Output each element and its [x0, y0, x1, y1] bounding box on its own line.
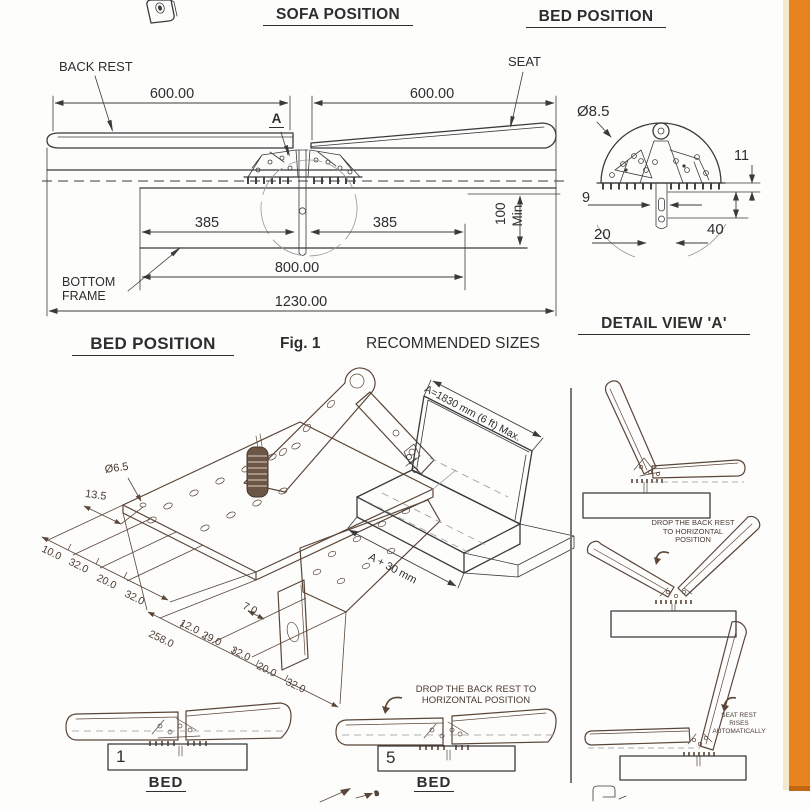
- step5-bed-view: [335, 696, 557, 772]
- iso-bed-drawing: [347, 379, 575, 589]
- back-rest-label: BACK REST: [59, 59, 133, 74]
- misc-arrows: [319, 788, 380, 803]
- step5-number: 5: [386, 748, 396, 767]
- step-v-view: [586, 515, 761, 638]
- divider-line: [570, 388, 572, 783]
- dim-detail-9: 9: [582, 190, 591, 206]
- bed-position-title-top: BED POSITION: [526, 8, 666, 28]
- seat-rest-note: SEAT REST RISES AUTOMATICALLY: [712, 712, 766, 736]
- front-view-drawing: [42, 71, 566, 317]
- dim-right-half: 385: [372, 215, 398, 231]
- sofa-position-title: SOFA POSITION: [263, 6, 413, 26]
- dim-min-height: 100: [493, 202, 509, 226]
- dim-total-length: 1230.00: [274, 294, 328, 310]
- seat-label: SEAT: [508, 54, 541, 69]
- step1-number: 1: [116, 747, 126, 766]
- step1-caption: BED: [146, 774, 186, 793]
- detail-marker-a: A: [269, 111, 284, 128]
- step-sofa-view: [582, 380, 746, 519]
- dim-detail-20: 20: [594, 226, 611, 243]
- dim-seat-length: 600.00: [409, 86, 455, 102]
- dim-detail-11: 11: [734, 148, 750, 164]
- dim-detail-40: 40: [707, 221, 724, 238]
- dim-min-height-qualifier: Min.: [510, 201, 526, 227]
- drop-note-center: DROP THE BACK REST TO HORIZONTAL POSITIO…: [415, 684, 537, 707]
- side-band-edge: [783, 0, 789, 790]
- bottom-frame-label: BOTTOM FRAME: [62, 275, 116, 304]
- fig-caption: RECOMMENDED SIZES: [366, 335, 540, 352]
- step1-bed-view: [65, 702, 292, 771]
- step5-caption: BED: [414, 774, 454, 793]
- side-band: [789, 0, 810, 791]
- detail-view-title: DETAIL VIEW 'A': [578, 315, 750, 335]
- corner-bracket-icon: [146, 0, 178, 24]
- bed-position-title-main: BED POSITION: [72, 334, 234, 356]
- fig-label: Fig. 1: [280, 335, 321, 352]
- dim-detail-hole: Ø8.5: [577, 103, 610, 120]
- dim-backrest-length: 600.00: [149, 86, 195, 102]
- dim-frame-length: 800.00: [274, 260, 320, 276]
- detail-a-drawing: [588, 121, 761, 258]
- dim-left-half: 385: [194, 215, 220, 231]
- step-rise-view: [584, 620, 747, 802]
- drop-note-right: DROP THE BACK REST TO HORIZONTAL POSITIO…: [651, 518, 735, 545]
